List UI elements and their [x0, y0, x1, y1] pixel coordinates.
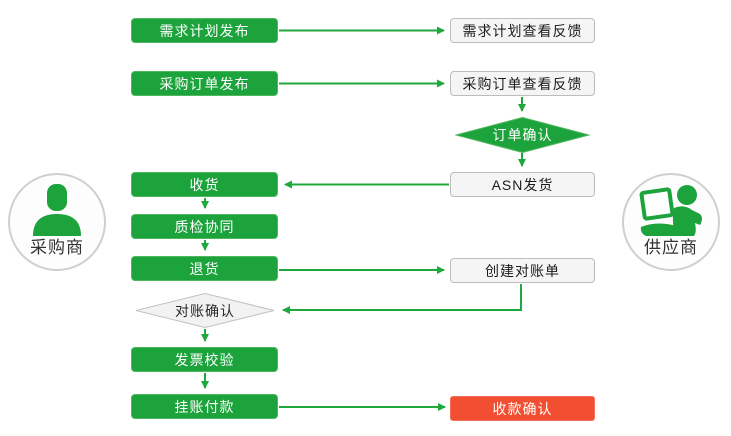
buyer-lane-circle: 采购商: [8, 173, 106, 271]
node-payment: 挂账付款: [131, 394, 278, 419]
node-order-confirm: 订单确认: [455, 117, 590, 153]
buyer-lane-label: 采购商: [30, 238, 84, 257]
node-demand-plan-publish: 需求计划发布: [131, 18, 278, 43]
person-icon: [33, 184, 81, 236]
node-create-statement: 创建对账单: [450, 258, 595, 283]
node-po-publish: 采购订单发布: [131, 71, 278, 96]
node-invoice-verify: 发票校验: [131, 347, 278, 372]
node-asn-ship: ASN发货: [450, 172, 595, 197]
diamond-shape: [455, 117, 590, 153]
order-confirm-label: 订单确认: [492, 127, 553, 143]
node-receive: 收货: [131, 172, 278, 197]
supplier-lane-label: 供应商: [644, 238, 698, 257]
diamond-shape: [135, 293, 275, 328]
node-quality-check: 质检协同: [131, 214, 278, 239]
node-po-feedback: 采购订单查看反馈: [450, 71, 595, 96]
node-payment-confirm: 收款确认: [450, 396, 595, 421]
statement-confirm-label: 对账确认: [175, 302, 235, 319]
person-with-laptop-icon: [639, 185, 702, 236]
supplier-lane-circle: 供应商: [622, 173, 720, 271]
arrow-statement-to-confirm: [282, 284, 522, 314]
node-statement-confirm: 对账确认: [135, 293, 275, 328]
node-demand-plan-feedback: 需求计划查看反馈: [450, 18, 595, 43]
node-return-goods: 退货: [131, 256, 278, 281]
